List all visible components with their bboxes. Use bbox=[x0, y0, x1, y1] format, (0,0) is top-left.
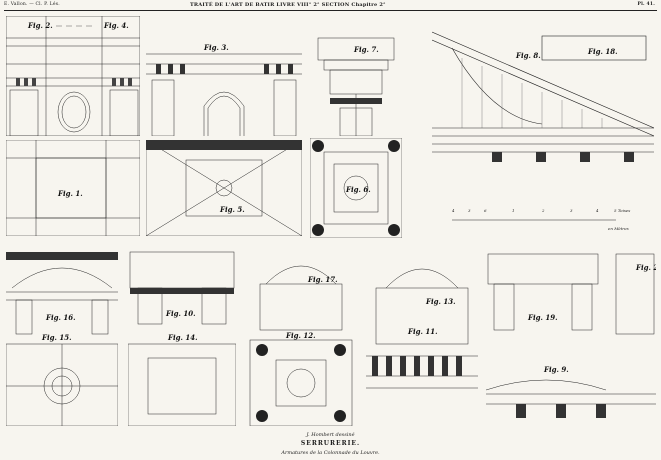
label-fig-2: Fig. 2. bbox=[27, 21, 53, 30]
drawing-fig-8-18: Fig. 8. Fig. 18. bbox=[432, 31, 654, 162]
panel-fig-2-4: Fig. 2. Fig. 4. bbox=[6, 16, 140, 136]
scale-num-7: 4 bbox=[595, 208, 599, 213]
panel-fig-3: Fig. 3. bbox=[146, 40, 302, 136]
scale-num-4: 1 bbox=[512, 208, 515, 213]
drawing-fig-3: Fig. 3. bbox=[146, 43, 302, 136]
panel-fig-5: Fig. 5. bbox=[146, 140, 302, 236]
drawing-fig-16-15: Fig. 16. Fig. 15. bbox=[6, 252, 118, 426]
panel-fig-1: Fig. 1. bbox=[6, 140, 140, 236]
drawing-fig-6: Fig. 6. bbox=[310, 138, 402, 238]
scale-drawing: 4 3 6 1 2 3 4 5 Toises en Mètres bbox=[451, 208, 630, 231]
panel-fig-8-18: Fig. 8. Fig. 18. bbox=[432, 28, 654, 188]
label-fig-14: Fig. 14. bbox=[167, 333, 198, 342]
label-fig-1: Fig. 1. bbox=[57, 189, 83, 198]
scale-num-3: 6 bbox=[484, 208, 487, 213]
scale-num-6: 3 bbox=[570, 208, 573, 213]
label-fig-11: Fig. 11. bbox=[407, 327, 438, 336]
label-fig-7: Fig. 7. bbox=[353, 45, 379, 54]
label-fig-9: Fig. 9. bbox=[543, 365, 569, 374]
label-fig-16: Fig. 16. bbox=[45, 313, 76, 322]
panel-fig-6: Fig. 6. bbox=[310, 138, 402, 238]
label-fig-10: Fig. 10. bbox=[165, 309, 196, 318]
drawing-fig-17-12: Fig. 17. Fig. 12. bbox=[249, 265, 353, 426]
label-fig-6: Fig. 6. bbox=[345, 185, 371, 194]
scale-num-2: 3 bbox=[468, 208, 471, 213]
scale-label-toises: 5 Toises bbox=[614, 208, 630, 213]
plate-number: Pl. 41. bbox=[637, 2, 655, 7]
panel-fig-19-20-9: Fig. 19. Fig. 20. Fig. 9. bbox=[486, 248, 656, 426]
drawing-fig-5: Fig. 5. bbox=[146, 140, 302, 236]
drawing-fig-7: Fig. 7. bbox=[317, 37, 395, 136]
label-fig-13: Fig. 13. bbox=[425, 297, 456, 306]
label-fig-20: Fig. 20. bbox=[635, 263, 656, 272]
label-fig-18: Fig. 18. bbox=[587, 47, 618, 56]
label-fig-12: Fig. 12. bbox=[285, 331, 316, 340]
footer-drawer: J. Hombert dessiné bbox=[306, 432, 355, 438]
drawing-fig-11-13: Fig. 13. Fig. 11. bbox=[366, 268, 478, 389]
scale-label-metres: en Mètres bbox=[608, 226, 629, 231]
label-fig-15: Fig. 15. bbox=[41, 333, 72, 342]
drawing-fig-2-4: Fig. 2. Fig. 4. bbox=[6, 16, 140, 136]
header-rule bbox=[4, 10, 657, 11]
header-left: E. Vallon. — Cl. P. Lés. bbox=[4, 2, 60, 7]
panel-fig-16-15: Fig. 16. Fig. 15. bbox=[6, 248, 118, 426]
drawing-fig-1: Fig. 1. bbox=[6, 140, 140, 236]
drawing-fig-19-20-9: Fig. 19. Fig. 20. Fig. 9. bbox=[486, 253, 656, 418]
label-fig-19: Fig. 19. bbox=[527, 313, 558, 322]
footer-caption: Armatures de la Colonnade du Louvre. bbox=[281, 450, 380, 456]
label-fig-4: Fig. 4. bbox=[103, 21, 129, 30]
panel-fig-11-13: Fig. 13. Fig. 11. bbox=[366, 248, 478, 426]
panel-fig-10-14: Fig. 10. Fig. 14. bbox=[128, 248, 236, 426]
footer-subject: SERRURERIE. bbox=[300, 440, 361, 447]
drawing-fig-10-14: Fig. 10. Fig. 14. bbox=[128, 251, 236, 426]
scale-num-5: 2 bbox=[541, 208, 545, 213]
scale-num-1: 4 bbox=[451, 208, 455, 213]
label-fig-8: Fig. 8. bbox=[515, 51, 541, 60]
label-fig-3: Fig. 3. bbox=[203, 43, 229, 52]
scale-bar: 4 3 6 1 2 3 4 5 Toises en Mètres bbox=[446, 200, 646, 236]
panel-fig-7: Fig. 7. bbox=[310, 18, 402, 136]
label-fig-17: Fig. 17. bbox=[307, 275, 338, 284]
panel-fig-17-12: Fig. 17. Fig. 12. bbox=[246, 244, 356, 426]
label-fig-5: Fig. 5. bbox=[219, 205, 245, 214]
plate-title: TRAITÉ DE L'ART DE BATIR LIVRE VIII° 2° … bbox=[190, 2, 386, 8]
